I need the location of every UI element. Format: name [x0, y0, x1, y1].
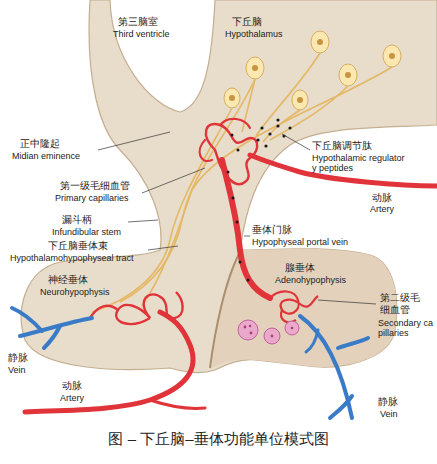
- part-label: Hypothalamohypophyseal tract: [10, 253, 134, 263]
- part-label: Infundibular stem: [52, 227, 121, 237]
- part-label: 垂体门脉: [252, 224, 292, 236]
- part-label: 第三脑室: [118, 16, 158, 28]
- part-label: Vein: [380, 409, 398, 419]
- figure-caption: 图 – 下丘脑–垂体功能单位模式图: [0, 430, 437, 448]
- part-label: 神经垂体: [48, 274, 88, 286]
- part-label: Hypophyseal portal vein: [252, 237, 348, 247]
- part-label: 正中隆起: [20, 138, 60, 150]
- part-label: Artery: [60, 393, 84, 403]
- part-label: Artery: [370, 204, 394, 214]
- part-label: 静脉: [378, 396, 398, 408]
- part-label: Hypothalamic regulatory peptides: [312, 153, 408, 174]
- part-label: Third ventricle: [113, 29, 170, 39]
- part-label: 腺垂体: [285, 262, 315, 274]
- part-label: Secondary capillaries: [378, 318, 434, 339]
- part-label: Primary capillaries: [55, 193, 129, 203]
- part-label: 第二级毛细血管: [380, 292, 422, 315]
- part-label: Midian eminence: [12, 151, 80, 161]
- part-label: Vein: [8, 365, 26, 375]
- part-label: Hypothalamus: [225, 29, 283, 39]
- part-label: 下丘脑: [232, 16, 262, 28]
- part-label: 静脉: [8, 352, 28, 364]
- part-label: Neurohypophysis: [40, 287, 110, 297]
- part-label: 下丘脑垂体束: [48, 240, 108, 252]
- part-label: 动脉: [62, 380, 82, 392]
- part-label: 第一级毛细血管: [60, 180, 130, 192]
- part-label: 漏斗柄: [62, 214, 92, 226]
- part-label: Adenohypophysis: [275, 275, 346, 285]
- part-label: 下丘脑调节肽: [312, 140, 372, 152]
- part-label: 动脉: [372, 192, 392, 204]
